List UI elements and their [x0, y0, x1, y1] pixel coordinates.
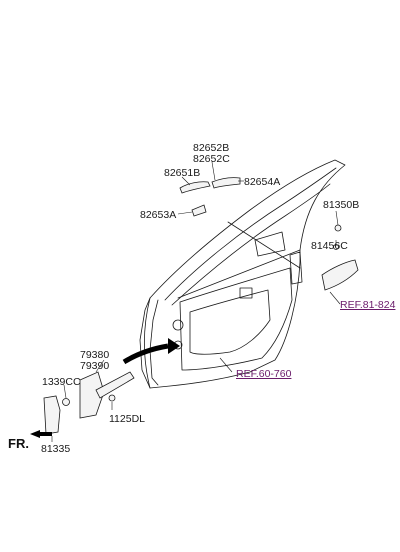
door-panel-hole-1 [189, 289, 271, 355]
door-belt-line [177, 249, 301, 299]
door-hinge-edge-2 [149, 299, 159, 386]
outside-handle-cover-shape [179, 181, 211, 194]
door-window-inner [171, 183, 331, 306]
leader-82653A [177, 211, 193, 215]
leader-ref-60 [219, 357, 233, 373]
leader-1339CC [63, 384, 67, 399]
outside-handle-shape [211, 177, 241, 189]
leader-ref-81 [329, 291, 341, 305]
latch-screw-shape [334, 224, 342, 232]
door-inner-handle-recess [254, 231, 286, 257]
window-guide [227, 221, 301, 269]
door-window-line [164, 167, 337, 301]
checker-arm-shape [95, 371, 135, 399]
assembly-arrowhead [168, 338, 180, 354]
leader-79380 [95, 359, 105, 373]
door-inner-panel [179, 267, 293, 371]
part-label-79380: 79380 [80, 349, 110, 361]
door-bracket-shape [239, 287, 253, 299]
hinge-bolt-shape [62, 398, 70, 406]
front-direction-arrow [30, 430, 52, 438]
part-label-82654A: 82654A [244, 176, 281, 188]
door-frame-outline [143, 159, 346, 389]
part-label-81335: 81335 [41, 443, 71, 455]
part-label-82651B: 82651B [164, 167, 201, 179]
door-hinge-edge [139, 297, 151, 389]
part-label-81456C: 81456C [311, 240, 348, 252]
part-label-79390: 79390 [80, 360, 110, 372]
door-lock-area [289, 251, 303, 285]
part-label-82653A: 82653A [140, 209, 177, 221]
door-latch-shape [321, 259, 359, 291]
assembly-arrow [122, 343, 169, 365]
leader-82652 [211, 161, 216, 181]
part-label-1125DL: 1125DL [109, 413, 146, 425]
door-checker-shape [79, 371, 105, 419]
front-direction-label: FR. [8, 436, 29, 451]
part-label-81350B: 81350B [323, 199, 360, 211]
door-bolt-hole [172, 319, 184, 331]
leader-81350B [335, 210, 339, 226]
leader-82651B [181, 176, 191, 186]
handle-base-shape [191, 204, 207, 217]
part-label-82652C: 82652C [193, 153, 230, 165]
reference-link-81-824[interactable]: REF.81-824 [340, 299, 396, 311]
reference-link-60-760[interactable]: REF.60-760 [236, 368, 292, 380]
door-hinge-shape [43, 395, 61, 435]
part-label-82652B: 82652B [193, 142, 230, 154]
checker-bolt-shape [108, 394, 116, 402]
part-label-1339CC: 1339CC [42, 376, 81, 388]
